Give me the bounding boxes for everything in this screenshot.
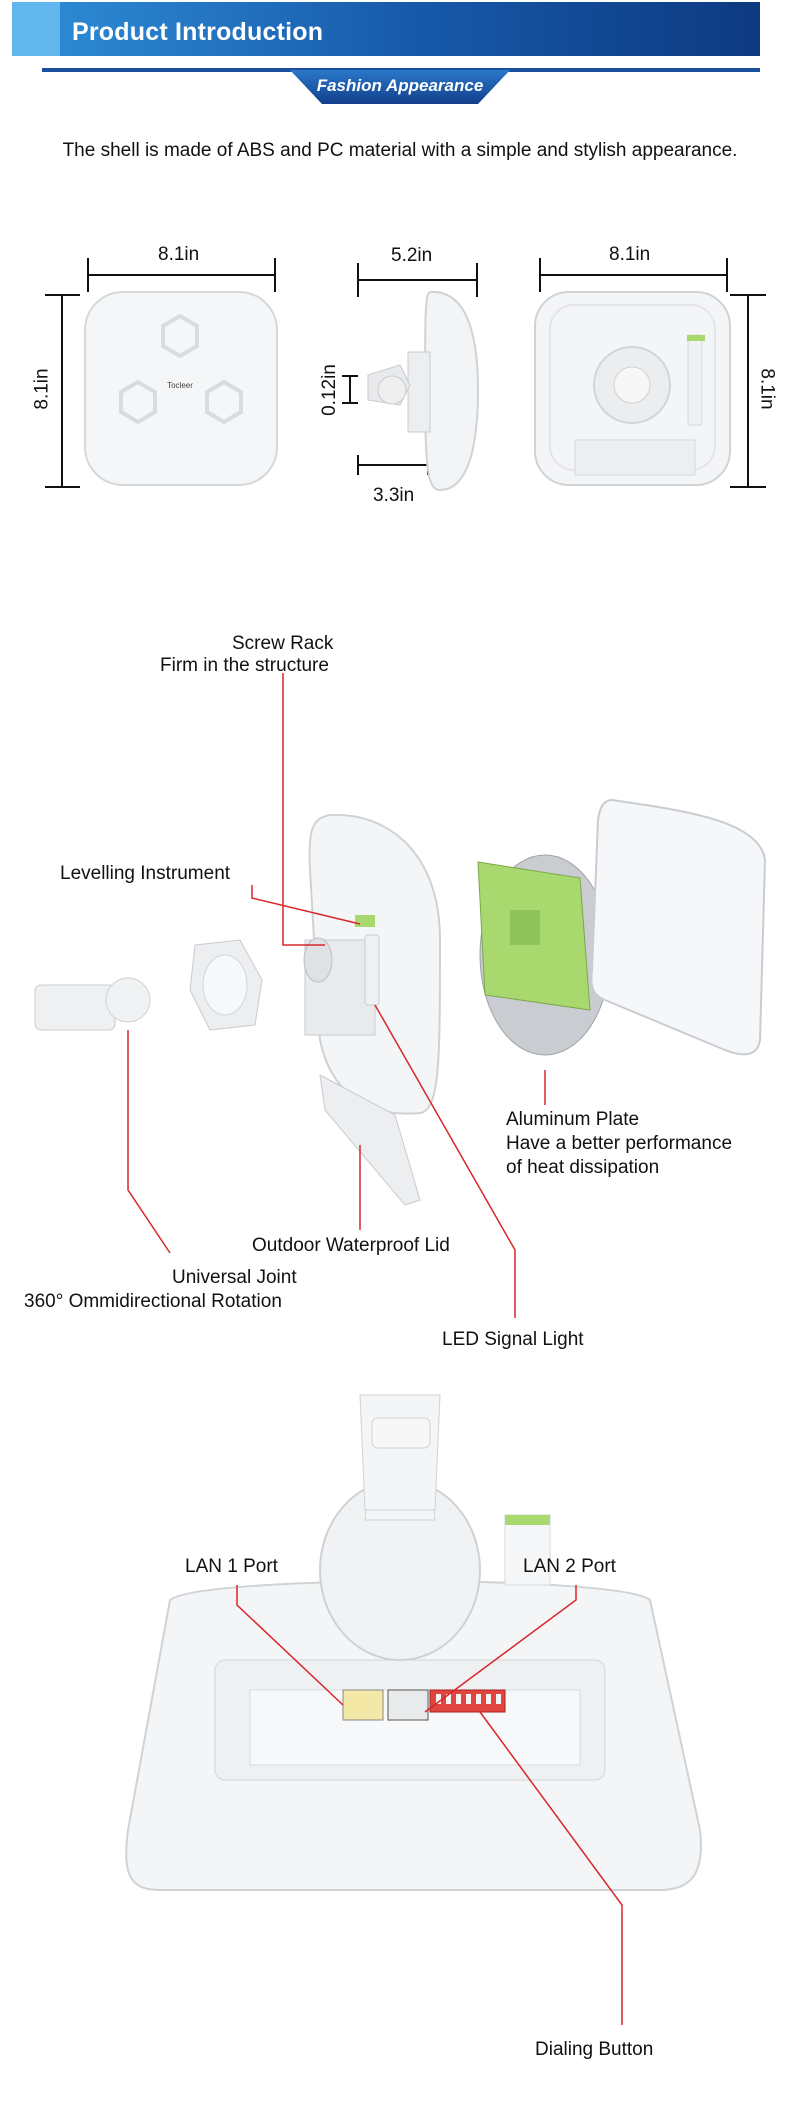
section-subtitle: Fashion Appearance: [316, 76, 484, 95]
lan1-label: LAN 1 Port: [185, 1556, 278, 1577]
dimension-drawings: Tocleer: [45, 258, 766, 492]
header-bar: [12, 2, 760, 56]
aluminum-desc-1: Have a better performance: [506, 1133, 733, 1154]
back-cover-part: [590, 798, 767, 1056]
lid-label: Outdoor Waterproof Lid: [252, 1235, 450, 1256]
intro-text: The shell is made of ABS and PC material…: [62, 140, 738, 161]
screw-rack-label: Screw Rack: [232, 633, 334, 654]
aluminum-desc-2: of heat dissipation: [506, 1157, 660, 1178]
main-shell-part: [303, 813, 442, 1115]
side-depth-label: 3.3in: [373, 485, 415, 506]
joint-label: Universal Joint: [172, 1267, 297, 1288]
led-label: LED Signal Light: [442, 1329, 584, 1350]
screw-rack-desc: Firm in the structure: [160, 655, 329, 676]
page-title: Product Introduction: [72, 18, 324, 46]
ports-device: [125, 1394, 702, 1891]
lan2-label: LAN 2 Port: [523, 1556, 616, 1577]
universal-joint-part: [34, 977, 151, 1031]
waterproof-lid-part: [319, 1074, 421, 1206]
side-view-device: [367, 290, 480, 492]
back-view-device: [534, 291, 731, 486]
joint-desc: 360° Ommidirectional Rotation: [24, 1291, 282, 1312]
aluminum-label: Aluminum Plate: [506, 1109, 640, 1130]
aluminum-plate-part: [477, 854, 611, 1056]
levelling-label: Levelling Instrument: [60, 863, 231, 884]
exploded-view: [34, 673, 767, 1318]
subtitle-tab: [290, 70, 510, 104]
front-logo: Tocleer: [167, 381, 193, 390]
front-view-device: Tocleer: [84, 291, 278, 486]
side-width-label: 5.2in: [391, 245, 433, 266]
front-width-label: 8.1in: [158, 244, 200, 265]
back-width-label: 8.1in: [609, 244, 651, 265]
header-graphic: [12, 2, 760, 104]
mount-nut-part: [189, 939, 263, 1031]
dial-label: Dialing Button: [535, 2039, 654, 2060]
